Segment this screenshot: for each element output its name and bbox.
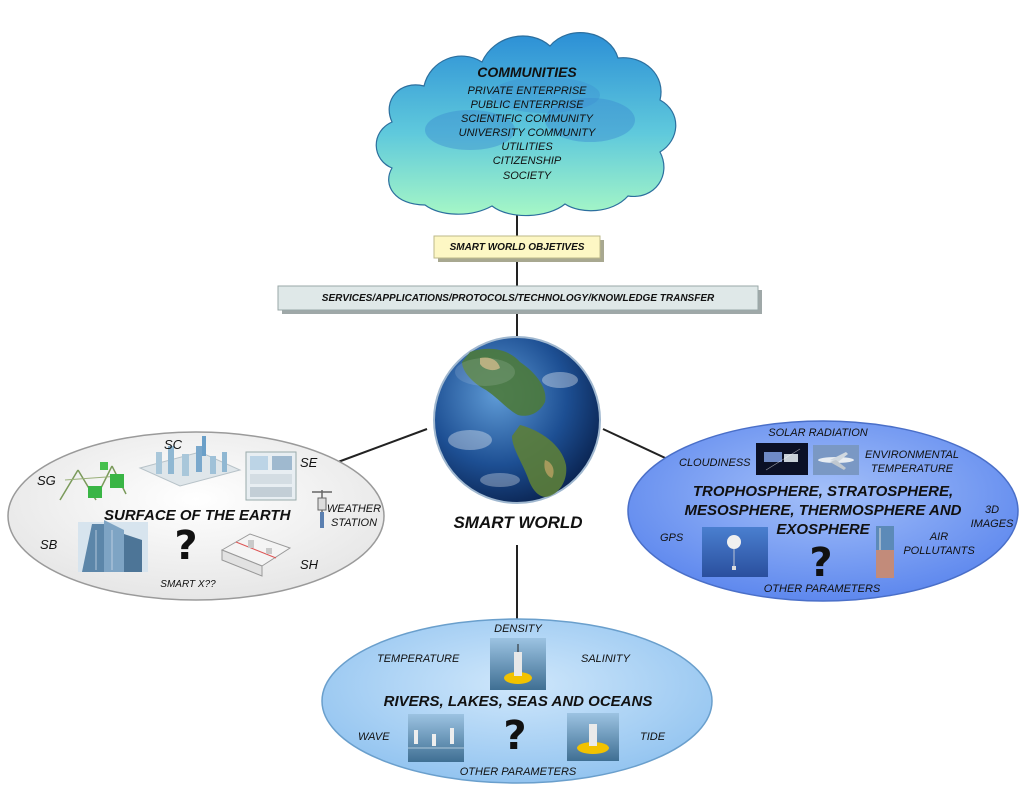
other-parameters-label: OTHER PARAMETERS bbox=[763, 583, 881, 595]
other-parameters-label: OTHER PARAMETERS bbox=[459, 766, 577, 778]
wave-label: WAVE bbox=[358, 731, 390, 743]
air-pollutants-image bbox=[876, 526, 894, 578]
objectives-banner: SMART WORLD OBJETIVES bbox=[449, 241, 585, 253]
connector-left bbox=[337, 428, 428, 463]
water-title: RIVERS, LAKES, SEAS AND OCEANS bbox=[383, 693, 653, 710]
env-temp-label-1: ENVIRONMENTAL bbox=[865, 449, 959, 461]
air-pollutants-label-1: AIR bbox=[929, 531, 949, 543]
3d-images-label-1: 3D bbox=[984, 504, 1000, 516]
salinity-label: SALINITY bbox=[581, 653, 630, 665]
weather-station-label-1: WEATHER bbox=[326, 503, 382, 515]
se-label: SE bbox=[300, 455, 318, 470]
community-item: SOCIETY bbox=[502, 170, 552, 182]
smart-grid-image bbox=[59, 462, 127, 501]
communities-cloud bbox=[375, 32, 677, 217]
smart-building-image bbox=[78, 520, 148, 572]
env-temp-label-2: TEMPERATURE bbox=[870, 463, 954, 475]
density-label: DENSITY bbox=[494, 623, 542, 635]
smart-city-image bbox=[138, 436, 242, 487]
communities-title: COMMUNITIES bbox=[477, 64, 577, 80]
objectives-banner-shape bbox=[433, 235, 604, 262]
community-item: UTILITIES bbox=[501, 141, 553, 153]
gps-label: GPS bbox=[660, 532, 684, 544]
smart-world-label: SMART WORLD bbox=[453, 513, 583, 532]
community-item: PUBLIC ENTERPRISE bbox=[470, 99, 584, 111]
atmosphere-title-2: MESOSPHERE, THERMOSPHERE AND bbox=[684, 502, 962, 519]
smart-x-label: SMART X?? bbox=[160, 579, 216, 590]
question-mark-icon: ? bbox=[809, 540, 833, 586]
sb-label: SB bbox=[40, 537, 58, 552]
solar-radiation-label: SOLAR RADIATION bbox=[768, 427, 868, 439]
wave-buoys-image bbox=[408, 714, 464, 762]
airplane-image bbox=[813, 445, 859, 475]
tide-buoy-image bbox=[567, 713, 619, 761]
smart-home-image bbox=[220, 533, 292, 577]
earth-globe bbox=[433, 336, 601, 504]
cloudiness-label: CLOUDINESS bbox=[679, 457, 751, 469]
community-item: PRIVATE ENTERPRISE bbox=[467, 85, 587, 97]
satellite-image bbox=[756, 443, 808, 475]
atmosphere-title-3: EXOSPHERE bbox=[776, 521, 870, 538]
services-banner-shape bbox=[277, 285, 762, 314]
buoy-image-density bbox=[490, 638, 546, 690]
community-item: CITIZENSHIP bbox=[492, 155, 562, 167]
air-pollutants-label-2: POLLUTANTS bbox=[903, 545, 975, 557]
sg-label: SG bbox=[37, 473, 56, 488]
connector-right bbox=[602, 428, 677, 464]
3d-images-label-2: IMAGES bbox=[970, 518, 1014, 530]
weather-station-image bbox=[312, 490, 332, 528]
tide-label: TIDE bbox=[640, 731, 666, 743]
weather-balloon-image bbox=[702, 527, 768, 577]
atmosphere-title-1: TROPHOSPHERE, STRATOSPHERE, bbox=[692, 483, 954, 500]
smart-environment-image bbox=[245, 451, 297, 501]
community-item: SCIENTIFIC COMMUNITY bbox=[461, 113, 593, 125]
sc-label: SC bbox=[164, 437, 183, 452]
question-mark-icon: ? bbox=[174, 523, 198, 569]
weather-station-label-2: STATION bbox=[330, 517, 378, 529]
question-mark-icon: ? bbox=[503, 713, 527, 759]
services-banner: SERVICES/APPLICATIONS/PROTOCOLS/TECHNOLO… bbox=[321, 292, 715, 304]
sh-label: SH bbox=[300, 557, 319, 572]
temperature-label: TEMPERATURE bbox=[377, 653, 460, 665]
earth-surface-title: SURFACE OF THE EARTH bbox=[104, 507, 291, 524]
community-item: UNIVERSITY COMMUNITY bbox=[458, 127, 596, 139]
